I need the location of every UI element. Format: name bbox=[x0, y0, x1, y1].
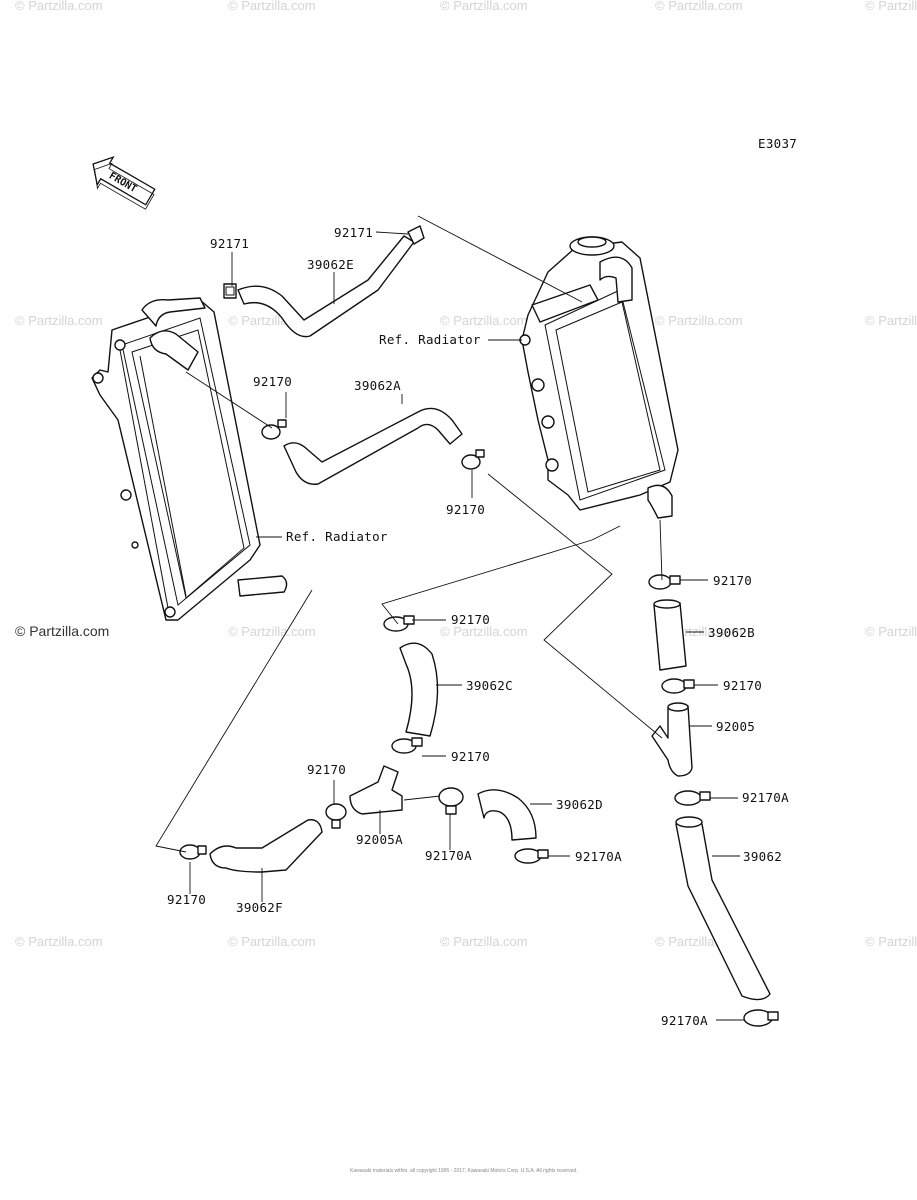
clamp-92170a-mid bbox=[438, 787, 464, 815]
label-92170-c-top: 92170 bbox=[451, 612, 490, 627]
label-92171-left: 92171 bbox=[210, 236, 249, 251]
clamp-92170-c-top bbox=[383, 615, 415, 632]
watermark: © Partzilla.com bbox=[865, 934, 917, 949]
watermark: © Partzilla.com bbox=[15, 313, 103, 328]
label-92170a-mid: 92170A bbox=[425, 848, 472, 863]
label-92170-left-a: 92170 bbox=[253, 374, 292, 389]
label-39062e: 39062E bbox=[307, 257, 354, 272]
label-ref-radiator-right: Ref. Radiator bbox=[379, 332, 481, 347]
watermark: © Partzilla.com bbox=[865, 624, 917, 639]
label-92170a-right: 92170A bbox=[742, 790, 789, 805]
label-92171-right: 92171 bbox=[334, 225, 373, 240]
label-92170-c-bottom: 92170 bbox=[451, 749, 490, 764]
watermark: © Partzilla.com bbox=[655, 313, 743, 328]
label-39062d: 39062D bbox=[556, 797, 603, 812]
hose-39062d bbox=[477, 789, 537, 841]
hose-39062a bbox=[283, 407, 463, 485]
label-39062f: 39062F bbox=[236, 900, 283, 915]
hose-39062b bbox=[653, 602, 687, 671]
label-39062c: 39062C bbox=[466, 678, 513, 693]
watermark-main: © Partzilla.com bbox=[15, 623, 109, 639]
right-radiator bbox=[519, 236, 679, 519]
label-92170-mid-left: 92170 bbox=[307, 762, 346, 777]
watermark: © Partzilla.com bbox=[440, 934, 528, 949]
leader-lines bbox=[189, 231, 744, 1021]
clamp-92170-mid-left bbox=[325, 803, 347, 829]
label-92170-right-a: 92170 bbox=[446, 502, 485, 517]
label-92170a-bottom: 92170A bbox=[661, 1013, 708, 1028]
joint-92005a bbox=[349, 765, 403, 815]
assembly-lines bbox=[155, 215, 663, 853]
watermark: © Partzilla.com bbox=[15, 934, 103, 949]
hose-39062c bbox=[399, 642, 439, 737]
copyright-footer: Kawasaki materials within, all copyright… bbox=[350, 1168, 578, 1174]
label-ref-radiator-left: Ref. Radiator bbox=[286, 529, 388, 544]
watermark: © Partzilla.com bbox=[865, 0, 917, 13]
label-39062a: 39062A bbox=[354, 378, 401, 393]
clamp-92170a-bottom bbox=[743, 1009, 779, 1027]
diagram-code: E3037 bbox=[758, 136, 797, 151]
hose-39062 bbox=[675, 819, 771, 1001]
joint-92005 bbox=[651, 705, 693, 777]
clamp-92170a-d bbox=[514, 848, 549, 864]
clamp-92170-bottom-left bbox=[179, 844, 207, 860]
label-39062b: 39062B bbox=[708, 625, 755, 640]
clamp-92170-c-bottom bbox=[391, 737, 423, 754]
watermark: © Partzilla.com bbox=[15, 0, 103, 13]
front-arrow-icon: FRONT bbox=[92, 155, 156, 210]
watermark: © Partzilla.com bbox=[440, 313, 528, 328]
watermark: © Partzilla.com bbox=[440, 624, 528, 639]
clamp-92170-left-a bbox=[261, 419, 287, 440]
clamp-92171-left bbox=[223, 283, 237, 299]
watermark: © Partzilla.com bbox=[228, 624, 316, 639]
label-92170a-d: 92170A bbox=[575, 849, 622, 864]
watermark: © Partzilla.com bbox=[865, 313, 917, 328]
label-92170-b-top: 92170 bbox=[713, 573, 752, 588]
clamp-92170-right-a bbox=[461, 449, 485, 470]
label-92170-b-bottom: 92170 bbox=[723, 678, 762, 693]
watermark: © Partzilla.com bbox=[440, 0, 528, 13]
hose-39062f bbox=[209, 819, 323, 873]
label-92005a: 92005A bbox=[356, 832, 403, 847]
watermark: © Partzilla.com bbox=[228, 0, 316, 13]
label-39062: 39062 bbox=[743, 849, 782, 864]
callout-labels: 92171 92171 39062E 92170 39062A 92170 Re… bbox=[167, 225, 789, 1028]
label-92005: 92005 bbox=[716, 719, 755, 734]
clamp-92170-b-bottom bbox=[661, 678, 695, 694]
left-radiator bbox=[91, 297, 288, 621]
clamp-92170-b-top bbox=[648, 574, 681, 590]
clamp-92170a-right bbox=[674, 790, 711, 806]
watermark: © Partzilla.com bbox=[228, 934, 316, 949]
label-92170-bottom-left: 92170 bbox=[167, 892, 206, 907]
watermark: © Partzilla.com bbox=[655, 0, 743, 13]
hose-39062e bbox=[237, 235, 415, 338]
clamp-92171-right bbox=[407, 225, 425, 245]
